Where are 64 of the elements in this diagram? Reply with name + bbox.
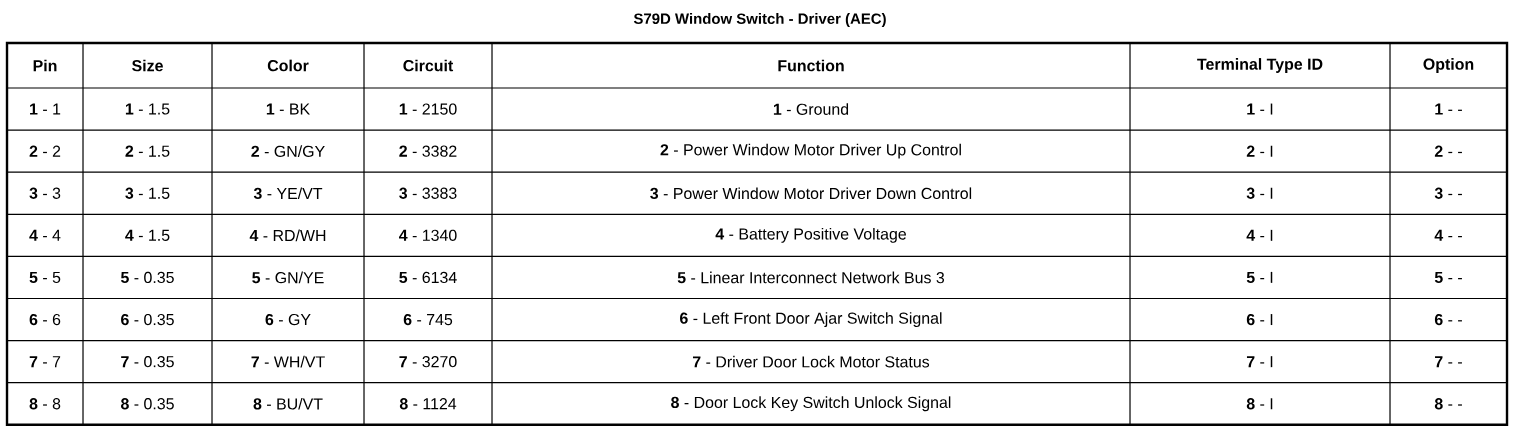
table-cell: 4 - Battery Positive Voltage [715, 227, 906, 243]
table-cell: 7 - 7 [29, 356, 61, 368]
table-cell: 6 - Left Front Door Ajar Switch Signal [680, 312, 942, 327]
table-cell: 8 - BU/VT [253, 397, 323, 410]
table-cell: 2 - I [1246, 145, 1273, 157]
table-cell: 5 - GN/YE [252, 271, 324, 284]
table-cell: 1 - Ground [773, 103, 849, 115]
table-cell: 8 - - [1434, 398, 1462, 410]
table-cell: 5 - 5 [29, 271, 61, 283]
table-cell: 1 - 2150 [399, 103, 457, 115]
table-cell: 8 - 8 [29, 398, 61, 410]
table-cell: 8 - Door Lock Key Switch Unlock Signal [671, 396, 951, 412]
table-cell: 2 - GN/GY [251, 145, 325, 157]
table-cell: 6 - - [1434, 313, 1462, 326]
table-cell: 1 - - [1435, 103, 1462, 115]
column-header: Circuit [403, 59, 454, 72]
table-cell: 5 - 6134 [399, 271, 457, 284]
table-cell: 6 - 745 [403, 313, 453, 326]
table-cell: 5 - I [1246, 271, 1273, 283]
table-cell: 5 - Linear Interconnect Network Bus 3 [677, 271, 945, 284]
table-cell: 6 - GY [265, 313, 311, 326]
table-cell: 2 - 3382 [399, 145, 457, 157]
table-cell: 1 - I [1247, 103, 1273, 115]
table-cell: 3 - 3383 [399, 187, 457, 199]
table-cell: 8 - I [1246, 398, 1273, 410]
table-cell: 8 - 1124 [399, 398, 457, 410]
column-header: Function [778, 59, 844, 72]
table-cell: 7 - Driver Door Lock Motor Status [693, 355, 930, 368]
table-cell: 6 - I [1246, 313, 1273, 326]
table-cell: 4 - RD/WH [249, 229, 326, 242]
table-cell: 2 - 1.5 [125, 145, 170, 157]
table-cell: 3 - Power Window Motor Driver Down Control [650, 187, 972, 200]
table-cell: 2 - - [1434, 145, 1462, 157]
table-cell: 1 - 1 [30, 103, 61, 115]
table-cell: 5 - 0.35 [120, 271, 174, 284]
table-cell: 7 - - [1435, 356, 1462, 368]
table-cell: 7 - 0.35 [121, 356, 174, 368]
column-header: Size [132, 59, 163, 72]
table-cell: 3 - 1.5 [125, 187, 170, 199]
column-header: Color [267, 59, 309, 72]
table-title: S79D Window Switch - Driver (AEC) [633, 13, 886, 27]
table-cell: 1 - BK [266, 103, 310, 115]
table-cell: 6 - 6 [29, 313, 61, 326]
table-cell: 3 - - [1434, 187, 1462, 199]
table-cell: 1 - 1.5 [125, 103, 170, 115]
table-cell: 4 - 1.5 [125, 229, 170, 241]
column-header: Option [1423, 58, 1474, 73]
table-cell: 7 - 3270 [399, 356, 457, 368]
table-cell: 6 - 0.35 [121, 313, 174, 326]
table-cell: 8 - 0.35 [121, 398, 174, 410]
column-header: Pin [33, 59, 57, 72]
table-cell: 4 - 1340 [399, 229, 457, 241]
table-cell: 3 - 3 [29, 187, 61, 199]
table-cell: 4 - 4 [29, 229, 61, 241]
table-cell: 4 - - [1434, 229, 1462, 241]
column-header: Terminal Type ID [1197, 58, 1323, 73]
table-cell: 4 - I [1246, 229, 1273, 241]
table-cell: 2 - Power Window Motor Driver Up Control [660, 143, 961, 159]
table-cell: 7 - WH/VT [251, 355, 325, 368]
table-cell: 7 - I [1246, 356, 1273, 368]
table-cell: 3 - I [1246, 187, 1273, 199]
table-cell: 2 - 2 [29, 145, 61, 157]
table-cell: 3 - YE/VT [253, 187, 323, 200]
table-cell: 5 - - [1434, 271, 1462, 283]
